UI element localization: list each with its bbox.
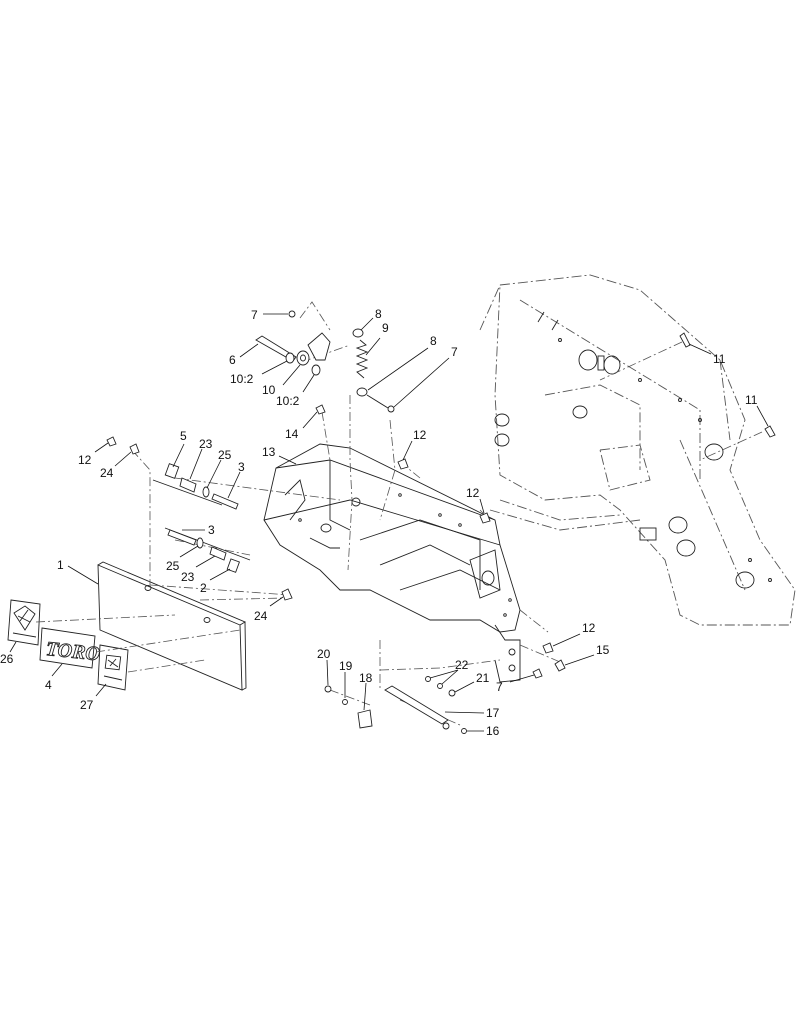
svg-text:11: 11 [713, 352, 726, 366]
svg-text:7: 7 [451, 345, 458, 359]
callout-18: 18 [359, 671, 373, 711]
svg-text:8: 8 [430, 334, 437, 348]
callout-27: 27 [80, 683, 107, 712]
callout-19: 19 [339, 659, 353, 698]
svg-text:14: 14 [285, 427, 299, 441]
callout-20: 20 [317, 647, 331, 686]
callout-3b: 3 [182, 523, 215, 537]
svg-text:24: 24 [100, 466, 114, 480]
svg-text:12: 12 [466, 486, 480, 500]
callout-16: 16 [467, 724, 500, 738]
callout-17: 17 [444, 706, 500, 720]
decal-4-toro-logo: TORO [39, 627, 101, 669]
callout-12c: 12 [78, 442, 109, 467]
svg-text:4: 4 [45, 678, 52, 692]
svg-text:13: 13 [262, 445, 276, 459]
svg-text:23: 23 [199, 437, 213, 451]
svg-text:10:2: 10:2 [276, 394, 300, 408]
callout-22: 22 [429, 658, 469, 685]
svg-text:24: 24 [254, 609, 268, 623]
svg-text:7: 7 [496, 680, 503, 694]
callout-23b: 23 [181, 555, 216, 584]
callout-26: 26 [0, 641, 17, 666]
svg-text:3: 3 [208, 523, 215, 537]
svg-text:12: 12 [582, 621, 596, 635]
callout-24a: 24 [100, 451, 132, 480]
assembly-lines [35, 301, 763, 726]
callout-8a: 8 [360, 307, 382, 331]
callout-14: 14 [285, 411, 318, 441]
svg-text:1: 1 [57, 558, 64, 572]
callout-1: 1 [57, 558, 99, 585]
decal-26 [7, 599, 41, 646]
callout-15: 15 [564, 643, 610, 666]
svg-text:21: 21 [476, 671, 490, 685]
svg-text:8: 8 [375, 307, 382, 321]
svg-text:18: 18 [359, 671, 373, 685]
callout-12b: 12 [466, 486, 485, 514]
svg-text:16: 16 [486, 724, 500, 738]
svg-text:23: 23 [181, 570, 195, 584]
callout-12a: 12 [402, 428, 427, 461]
svg-text:27: 27 [80, 698, 94, 712]
callout-2: 2 [200, 568, 231, 595]
callout-12d: 12 [552, 621, 596, 647]
svg-text:2: 2 [200, 581, 207, 595]
callout-3a: 3 [227, 460, 245, 499]
svg-text:17: 17 [486, 706, 500, 720]
callout-8b: 8 [367, 334, 437, 391]
svg-text:10: 10 [262, 383, 276, 397]
toro-logo-text: TORO [45, 638, 101, 666]
callout-10-2b: 10:2 [276, 374, 315, 408]
svg-text:6: 6 [229, 353, 236, 367]
svg-text:3: 3 [238, 460, 245, 474]
callout-13: 13 [262, 445, 297, 465]
callout-21: 21 [454, 671, 490, 693]
callout-25b: 25 [166, 545, 199, 573]
callout-7c: 7 [496, 674, 535, 694]
svg-text:12: 12 [78, 453, 92, 467]
callout-9: 9 [365, 321, 389, 356]
svg-text:11: 11 [745, 393, 758, 407]
decal-27 [97, 644, 129, 691]
callout-5: 5 [172, 429, 187, 468]
callouts: 7 8 9 8 7 6 10:2 10 10:2 11 11 14 12 13 … [0, 307, 769, 738]
svg-text:26: 26 [0, 652, 14, 666]
callout-11b: 11 [745, 393, 769, 427]
callout-7b: 7 [393, 345, 458, 408]
svg-text:20: 20 [317, 647, 331, 661]
svg-text:19: 19 [339, 659, 353, 673]
callout-6: 6 [229, 343, 259, 367]
svg-text:25: 25 [218, 448, 232, 462]
callout-10: 10 [262, 364, 301, 397]
cover-plate [97, 561, 247, 691]
callout-25a: 25 [206, 448, 232, 489]
callout-11a: 11 [688, 343, 726, 366]
svg-text:5: 5 [180, 429, 187, 443]
hardware-parts [106, 310, 776, 734]
svg-text:9: 9 [382, 321, 389, 335]
phantom-frame [479, 274, 796, 626]
svg-text:25: 25 [166, 559, 180, 573]
callout-4: 4 [45, 663, 63, 692]
svg-text:15: 15 [596, 643, 610, 657]
callout-24b: 24 [254, 596, 284, 623]
svg-text:22: 22 [455, 658, 469, 672]
svg-text:12: 12 [413, 428, 427, 442]
svg-text:10:2: 10:2 [230, 372, 254, 386]
callout-23a: 23 [189, 437, 213, 480]
callout-10-2a: 10:2 [230, 360, 288, 386]
svg-text:7: 7 [251, 308, 258, 322]
callout-7a: 7 [251, 308, 288, 322]
main-bracket [263, 443, 521, 683]
